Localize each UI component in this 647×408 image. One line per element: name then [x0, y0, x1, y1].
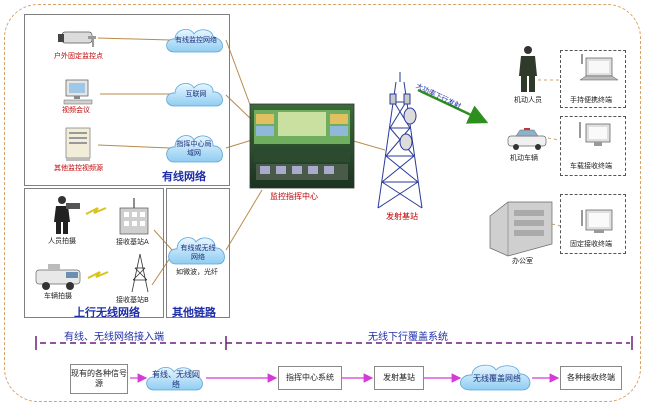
outdoor-camera-label: 户外固定监控点	[54, 52, 103, 60]
video-conf-label: 视频会议	[62, 106, 90, 114]
server-icon	[65, 127, 91, 161]
station-b-icon	[131, 253, 149, 293]
person-camera-icon	[54, 196, 80, 234]
vehicle-terminal-icon	[579, 122, 611, 146]
station-a-label: 接收基站A	[116, 238, 149, 246]
station-a-icon	[119, 198, 149, 235]
mobile-vehicle-label: 机动车辆	[510, 154, 538, 162]
office-building-icon	[489, 201, 553, 257]
command-center-label: 监控指挥中心	[270, 192, 318, 201]
downlink-arrow	[417, 88, 489, 124]
uplink-wireless-panel	[24, 188, 164, 318]
soldier-icon	[519, 46, 537, 92]
laptop-icon	[579, 54, 619, 81]
flow-base-box: 发射基站	[374, 366, 424, 390]
flow-command-system-box: 指挥中心系统	[278, 366, 342, 390]
uplink-title: 上行无线网络	[74, 306, 140, 319]
computer-icon	[63, 79, 93, 105]
base-station-label: 发射基站	[386, 212, 418, 221]
outer-frame	[4, 4, 641, 402]
flow-terminals-box: 各种接收终端	[560, 366, 622, 390]
microwave-label: 如微波，光纤	[176, 268, 218, 276]
handheld-label: 手持便携终端	[570, 96, 612, 104]
vehicle-terminal-label: 车载接收终端	[570, 162, 612, 170]
wired-connectors	[97, 37, 386, 286]
police-car-icon	[507, 128, 547, 150]
fixed-terminal-icon	[581, 209, 613, 233]
divider-line	[35, 336, 633, 350]
news-van-icon	[35, 264, 81, 290]
office-label: 办公室	[512, 257, 533, 265]
other-video-label: 其他监控视频源	[54, 164, 103, 172]
station-b-label: 接收基站B	[116, 296, 149, 304]
wired-network-title: 有线网络	[162, 170, 206, 183]
lan-cloud-label: 指挥中心局域网	[176, 140, 212, 157]
person-shoot-label: 人员拍摄	[48, 237, 76, 245]
flow-sources-box: 现有的各种信号源	[70, 364, 128, 394]
cloud-icons	[146, 29, 531, 391]
camera-icon	[58, 31, 96, 47]
other-link-panel	[166, 188, 230, 318]
internet-cloud-label: 互联网	[185, 90, 207, 98]
lightning-icons	[85, 207, 109, 279]
wireless-cloud-label: 有线或无线网络	[180, 244, 216, 261]
other-link-title: 其他链路	[172, 306, 216, 319]
tower-icon	[377, 72, 423, 209]
downlink-system-label: 无线下行覆盖系统	[368, 332, 448, 343]
access-side-label: 有线、无线网络接入端	[64, 332, 164, 343]
handheld-terminal-box	[560, 50, 626, 108]
command-center-image	[249, 103, 355, 189]
mobile-person-label: 机动人员	[514, 96, 542, 104]
flow-wired-wireless-label: 有线、无线网络	[152, 370, 200, 389]
flow-coverage-label: 无线覆盖网络	[473, 374, 521, 383]
fixed-terminal-box	[560, 194, 626, 254]
wired-net-cloud-label: 有线监控网络	[175, 36, 217, 44]
fixed-terminal-label: 固定接收终端	[570, 240, 612, 248]
vehicle-terminal-box	[560, 116, 626, 176]
vehicle-shoot-label: 车辆拍摄	[44, 292, 72, 300]
terminal-links	[538, 79, 561, 227]
wired-network-panel	[24, 14, 230, 186]
